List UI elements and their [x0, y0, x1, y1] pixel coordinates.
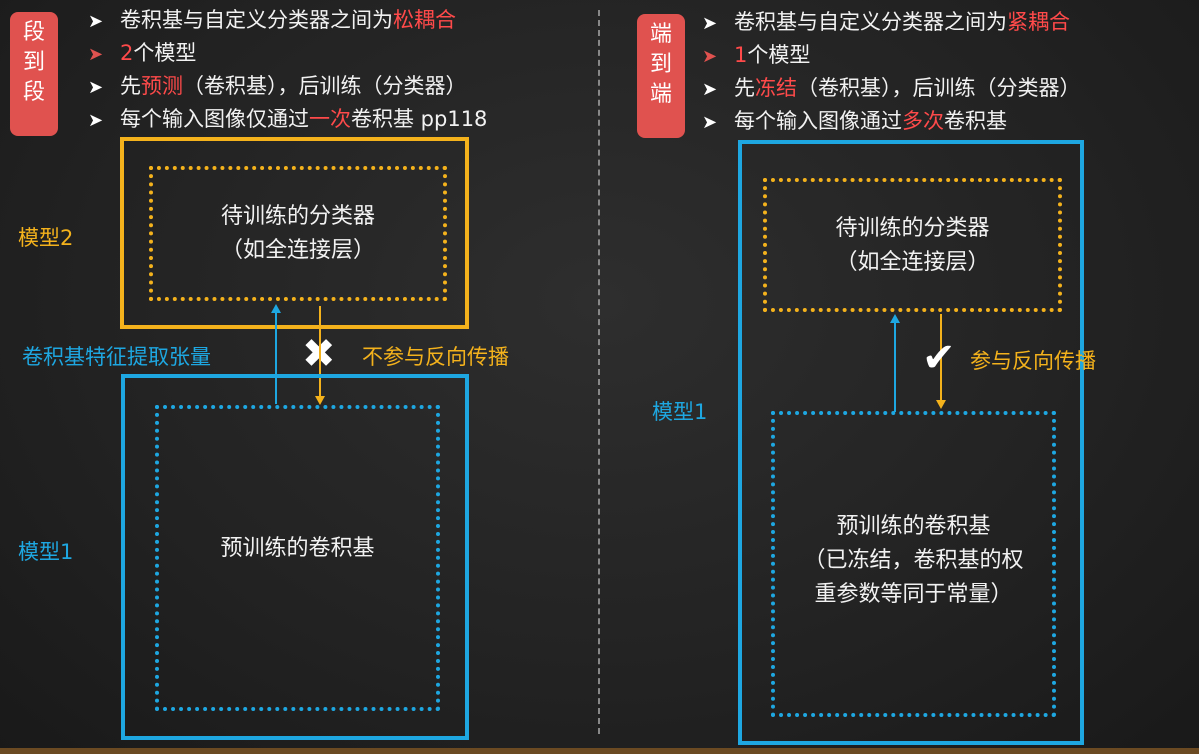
bullet-arrow-icon: ➤: [88, 77, 104, 98]
feature-arrow-line: [275, 312, 277, 404]
classifier-box: [149, 166, 447, 301]
backprop-arrow-line: [319, 306, 321, 396]
no-backprop-label: 不参与反向传播: [362, 345, 509, 369]
bullet-item: ➤ 卷积基与自定义分类器之间为紧耦合: [702, 6, 1081, 39]
bullet-highlight: 1: [734, 43, 748, 67]
bullet-arrow-icon: ➤: [702, 112, 718, 133]
backprop-arrow-head: [315, 396, 325, 405]
board-frame: [0, 748, 1199, 754]
classifier-text-right: 待训练的分类器 （如全连接层）: [763, 212, 1062, 280]
convbase-text-right: 预训练的卷积基 （已冻结，卷积基的权 重参数等同于常量）: [771, 510, 1056, 612]
bullet-arrow-icon: ➤: [88, 11, 104, 32]
bullet-item: ➤ 2个模型: [88, 37, 487, 70]
classifier-text: 待训练的分类器 （如全连接层）: [149, 200, 447, 268]
bullet-text: 每个输入图像通过: [734, 109, 902, 133]
bullet-arrow-icon: ➤: [702, 46, 718, 67]
model1-label-right: 模型1: [652, 400, 708, 424]
bullet-highlight: 预测: [141, 74, 183, 98]
check-mark-icon: ✔: [922, 335, 956, 381]
bullet-arrow-icon: ➤: [88, 44, 104, 65]
panel-divider: [598, 10, 600, 734]
bullet-item: ➤ 每个输入图像通过多次卷积基: [702, 105, 1081, 138]
convbase-line-2: （已冻结，卷积基的权: [803, 548, 1024, 573]
feature-arrow-line-right: [894, 322, 896, 412]
tag-segment-to-segment: 段 到 段: [10, 12, 58, 136]
classifier-line-2: （如全连接层）: [835, 250, 990, 275]
bullet-text: 先: [734, 76, 755, 100]
bullet-item: ➤ 先预测（卷积基），后训练（分类器）: [88, 70, 487, 103]
bullet-text: 每个输入图像仅通过: [120, 107, 309, 131]
model1-box: [121, 374, 469, 740]
bullet-text: （卷积基），后训练（分类器）: [797, 76, 1081, 100]
bullet-highlight: 紧耦合: [1007, 10, 1070, 34]
bullet-text: （卷积基），后训练（分类器）: [183, 74, 467, 98]
bullet-item: ➤ 1个模型: [702, 39, 1081, 72]
convbase-text: 预训练的卷积基: [220, 536, 375, 561]
x-mark-icon: ✖: [302, 334, 336, 374]
tag-char: 段: [22, 80, 45, 105]
bullet-text: 先: [120, 74, 141, 98]
backprop-arrow-head-right: [936, 400, 946, 409]
bullet-arrow-icon: ➤: [88, 110, 104, 131]
model1-label: 模型1: [18, 540, 74, 564]
tag-char: 到: [22, 50, 45, 75]
bullet-item: ➤ 每个输入图像仅通过一次卷积基 pp118: [88, 103, 487, 136]
model2-label: 模型2: [18, 226, 74, 250]
bullet-text: 卷积基与自定义分类器之间为: [734, 10, 1007, 34]
classifier-line-1: 待训练的分类器: [220, 204, 375, 229]
bullet-item: ➤ 先冻结（卷积基），后训练（分类器）: [702, 72, 1081, 105]
bullet-highlight: 一次: [309, 107, 351, 131]
model2-box: [120, 137, 469, 329]
bullet-text: 卷积基: [944, 109, 1007, 133]
bullet-item: ➤ 卷积基与自定义分类器之间为松耦合: [88, 4, 487, 37]
tag-char: 端: [649, 22, 672, 47]
model1-box-right: [738, 140, 1084, 745]
tag-end-to-end: 端 到 端: [637, 14, 685, 138]
bullet-highlight: 多次: [902, 109, 944, 133]
tag-char: 到: [649, 52, 672, 77]
feature-arrow-head-right: [890, 314, 900, 323]
right-bullet-list: ➤ 卷积基与自定义分类器之间为紧耦合 ➤ 1个模型 ➤ 先冻结（卷积基），后训练（分类器）…: [702, 6, 1081, 138]
bullet-arrow-icon: ➤: [702, 79, 718, 100]
bullet-highlight: 松耦合: [393, 8, 456, 32]
bullet-highlight: 2: [120, 41, 134, 65]
bullet-highlight: 冻结: [755, 76, 797, 100]
tag-char: 端: [649, 82, 672, 107]
tag-char: 段: [22, 20, 45, 45]
bullet-text: 卷积基 pp118: [351, 107, 488, 131]
convbase-box-right: [771, 411, 1056, 717]
bullet-text: 个模型: [747, 43, 811, 67]
feature-arrow-head: [271, 304, 281, 313]
convbase-box: [155, 405, 440, 711]
classifier-line-1: 待训练的分类器: [835, 216, 990, 241]
left-bullet-list: ➤ 卷积基与自定义分类器之间为松耦合 ➤ 2个模型 ➤ 先预测（卷积基），后训练（分类器）…: [88, 4, 487, 136]
bullet-text: 个模型: [133, 41, 197, 65]
backprop-arrow-line-right: [940, 314, 942, 400]
bullet-text: 卷积基与自定义分类器之间为: [120, 8, 393, 32]
classifier-box-right: [763, 178, 1062, 312]
convbase-line-3: 重参数等同于常量）: [814, 582, 1013, 607]
classifier-line-2: （如全连接层）: [220, 238, 375, 263]
backprop-label: 参与反向传播: [970, 349, 1096, 373]
convbase-line-1: 预训练的卷积基: [836, 514, 991, 539]
feature-tensor-label: 卷积基特征提取张量: [22, 345, 211, 369]
bullet-arrow-icon: ➤: [702, 13, 718, 34]
